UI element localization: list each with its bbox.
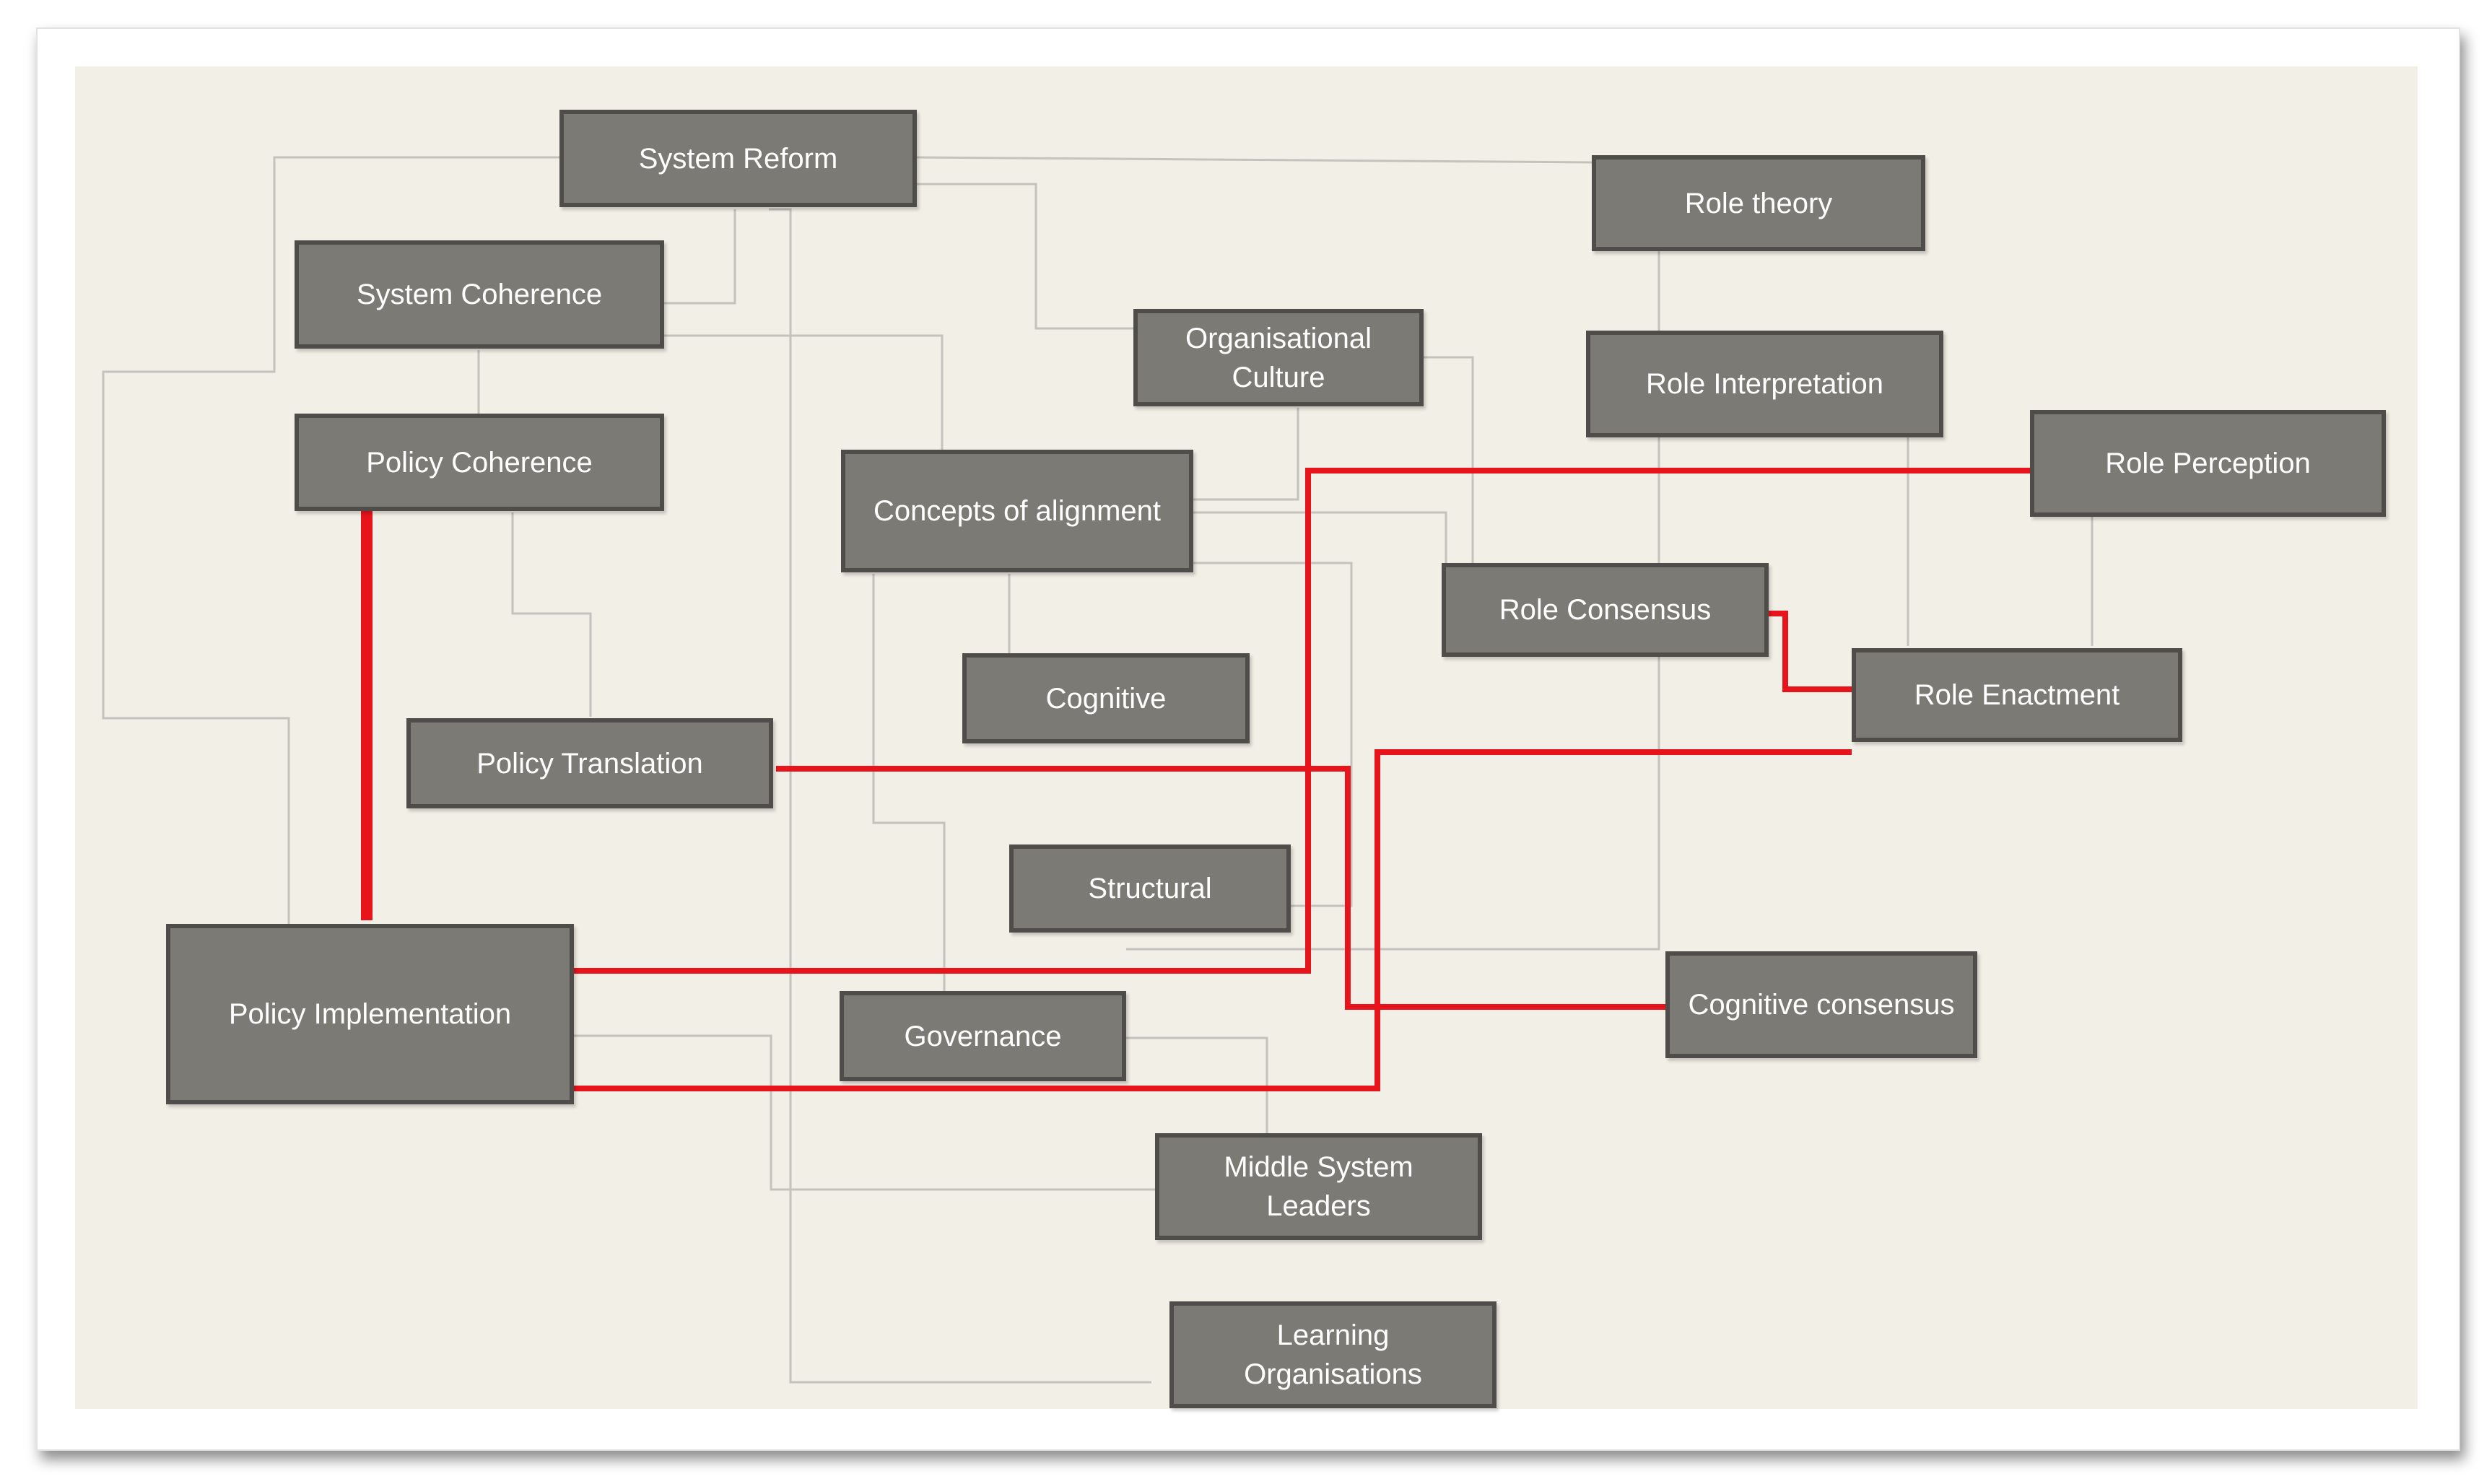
grey-link <box>912 156 1596 164</box>
grey-link <box>511 512 592 717</box>
node-structural: Structural <box>1009 844 1291 933</box>
red-link <box>1769 611 1852 692</box>
grey-link <box>102 156 559 581</box>
red-link <box>776 766 1668 1010</box>
grey-link <box>1193 562 1353 907</box>
node-middle-system-leaders: Middle System Leaders <box>1155 1133 1482 1240</box>
grey-link <box>663 334 944 451</box>
node-policy-translation: Policy Translation <box>406 718 773 808</box>
grey-link <box>102 581 290 924</box>
node-policy-coherence: Policy Coherence <box>295 414 664 511</box>
node-policy-implementation: Policy Implementation <box>166 924 574 1104</box>
grey-link <box>1126 1036 1268 1133</box>
grey-link <box>574 1034 1155 1191</box>
grey-link <box>769 208 1151 1384</box>
node-role-consensus: Role Consensus <box>1442 563 1769 657</box>
red-link <box>574 468 2030 974</box>
node-role-interpretation: Role Interpretation <box>1586 331 1943 437</box>
grey-link <box>1193 408 1299 501</box>
node-learning-organisations: Learning Organisations <box>1169 1301 1496 1408</box>
grey-link <box>1193 511 1447 563</box>
grey-link <box>917 183 1133 330</box>
red-link <box>574 749 1852 1091</box>
node-cognitive-consensus: Cognitive consensus <box>1665 951 1977 1058</box>
grey-link <box>1422 356 1474 563</box>
node-system-coherence: System Coherence <box>295 240 664 349</box>
node-role-perception: Role Perception <box>2030 410 2386 517</box>
grey-link <box>872 574 946 992</box>
node-concepts-of-alignment: Concepts of alignment <box>841 450 1193 572</box>
node-organisational-culture: Organisational Culture <box>1133 309 1424 406</box>
node-system-reform: System Reform <box>559 110 917 207</box>
node-role-enactment: Role Enactment <box>1852 648 2182 742</box>
node-role-theory: Role theory <box>1592 155 1925 251</box>
node-governance: Governance <box>840 991 1126 1081</box>
node-cognitive: Cognitive <box>962 653 1250 743</box>
grey-link <box>1126 249 1660 951</box>
grey-link <box>663 209 736 305</box>
